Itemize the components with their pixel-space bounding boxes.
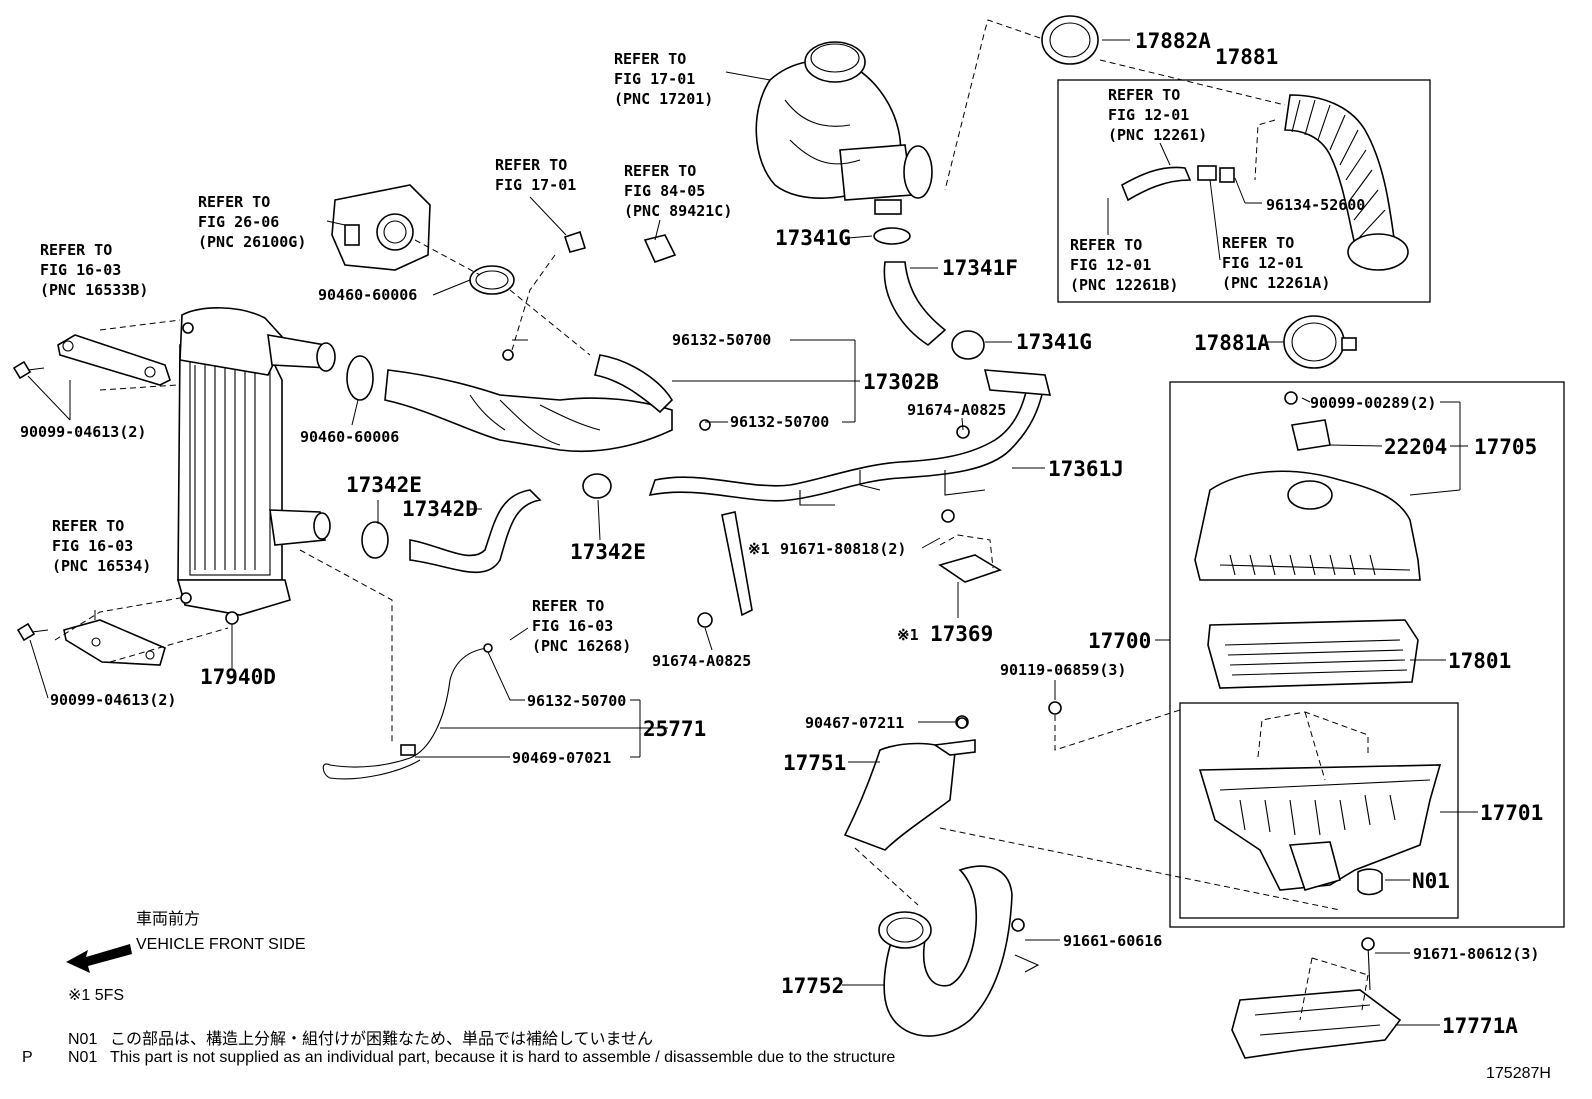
turbocharger-drawing: [755, 41, 933, 215]
part-17341g-mid: 17341G: [1016, 330, 1092, 354]
hose-17342d-drawing: [409, 489, 542, 574]
part-17882a: 17882A: [1135, 29, 1211, 53]
ref-throttle: REFER TO FIG 26-06 (PNC 26100G): [198, 193, 306, 251]
duct-17751-drawing: [843, 715, 976, 851]
part-17801: 17801: [1448, 649, 1511, 673]
part-25771: 25771: [643, 717, 706, 741]
part-91671-80612: 91671-80612(3): [1413, 945, 1539, 963]
part-17705: 17705: [1474, 435, 1537, 459]
part-17341f: 17341F: [942, 256, 1018, 280]
intercooler-drawing: [176, 307, 336, 625]
part-17881a: 17881A: [1194, 331, 1270, 355]
part-17342d: 17342D: [402, 497, 478, 521]
part-17342e-a: 17342E: [346, 473, 422, 497]
intake-hose-17881-drawing: [1120, 94, 1409, 271]
sensor-drawing: [502, 230, 1298, 729]
part-17752: 17752: [781, 974, 844, 998]
bracket-17771a-drawing: [1231, 937, 1402, 1059]
part-91674-a0825-b: 91674-A0825: [652, 652, 751, 670]
hose-17341f-drawing: [883, 261, 947, 347]
duct-17752-drawing: [878, 865, 1040, 1037]
part-17701: 17701: [1480, 801, 1543, 825]
throttle-body-drawing: [331, 184, 431, 271]
part-17881: 17881: [1215, 45, 1278, 69]
part-91674-a0825-a: 91674-A0825: [907, 401, 1006, 419]
part-90467-07211: 90467-07211: [805, 714, 904, 732]
part-90460-60006-b: 90460-60006: [300, 428, 399, 446]
ref-hose-12261b: REFER TO FIG 12-01 (PNC 12261B): [1070, 236, 1178, 294]
part-17940d: 17940D: [200, 665, 276, 689]
box-17701: [1179, 702, 1459, 919]
clamp-90460-b-drawing: [346, 355, 374, 401]
part-96134-52600: 96134-52600: [1266, 196, 1365, 214]
direction-label-en: VEHICLE FRONT SIDE: [136, 936, 306, 953]
ref-hose-12261a: REFER TO FIG 12-01 (PNC 12261A): [1222, 234, 1330, 292]
part-91661-60616: 91661-60616: [1063, 932, 1162, 950]
ref-sensor-fig17: REFER TO FIG 17-01: [495, 156, 576, 194]
part-91671-80818: 91671-80818(2): [780, 540, 906, 558]
footnote-n01-en: This part is not supplied as an individu…: [110, 1049, 895, 1066]
box-17700: [1169, 381, 1565, 928]
page-letter: P: [22, 1049, 33, 1066]
clamp-90460-a-drawing: [469, 265, 515, 295]
ref-bracket-bottom: REFER TO FIG 16-03 (PNC 16534): [52, 517, 151, 575]
part-n01: N01: [1412, 869, 1450, 893]
clamp-17341g-mid-drawing: [951, 330, 985, 360]
clamp-17341g-top-drawing: [873, 227, 911, 245]
vacuum-hose-25771-drawing: [322, 643, 493, 780]
part-17700: 17700: [1088, 629, 1151, 653]
part-17751: 17751: [783, 751, 846, 775]
clamp-17342e-b-drawing: [582, 473, 612, 499]
part-90099-04613-a: 90099-04613(2): [20, 423, 146, 441]
part-17342e-b: 17342E: [570, 540, 646, 564]
vehicle-front-arrow-icon: [66, 944, 132, 973]
bracket-top-drawing: [12, 334, 171, 386]
part-90469-07021: 90469-07021: [512, 749, 611, 767]
ref-hose-12261: REFER TO FIG 12-01 (PNC 12261): [1108, 86, 1207, 144]
direction-label-jp: 車両前方: [136, 910, 200, 928]
box-17881: [1057, 79, 1431, 303]
clamp-17881a-drawing: [1283, 315, 1357, 369]
pipe-17302b-drawing: [384, 354, 674, 453]
pipe-17361j-drawing: [648, 369, 1052, 506]
bracket-17369-drawing: [938, 509, 1002, 583]
footnote-n01-jp: この部品は、構造上分解・組付けが困難なため、単品では補給していません: [110, 1030, 653, 1048]
part-96132-50700-b: 96132-50700: [730, 413, 829, 431]
figure-id: 175287H: [1486, 1065, 1551, 1082]
part-17361j: 17361J: [1048, 457, 1124, 481]
bracket-bottom-drawing: [16, 619, 166, 666]
air-cleaner-case-drawing: [1198, 764, 1442, 896]
footnote-n01-jp-code: N01: [68, 1031, 97, 1048]
part-90460-60006-a: 90460-60006: [318, 286, 417, 304]
part-90099-04613-b: 90099-04613(2): [50, 691, 176, 709]
mark-star1-a: ※1: [748, 540, 770, 558]
part-96132-50700-c: 96132-50700: [527, 692, 626, 710]
part-90119-06859: 90119-06859(3): [1000, 661, 1126, 679]
stay-drawing: [697, 511, 753, 628]
mark-star1-b: ※1: [897, 626, 919, 644]
part-17771a: 17771A: [1442, 1014, 1518, 1038]
leader-lines: [27, 39, 1478, 1026]
part-22204: 22204: [1384, 435, 1447, 459]
clamp-17342e-a-drawing: [361, 521, 389, 559]
part-96132-50700-a: 96132-50700: [672, 331, 771, 349]
part-17369: 17369: [930, 622, 993, 646]
footnote-star: ※1 5FS: [68, 987, 124, 1004]
ref-turbo: REFER TO FIG 17-01 (PNC 17201): [614, 50, 713, 108]
part-17302b: 17302B: [863, 370, 939, 394]
ref-fig84: REFER TO FIG 84-05 (PNC 89421C): [624, 162, 732, 220]
ref-bracket-top: REFER TO FIG 16-03 (PNC 16533B): [40, 241, 148, 299]
part-17341g-top: 17341G: [775, 226, 851, 250]
footnote-n01-en-code: N01: [68, 1049, 97, 1066]
ref-vacuum: REFER TO FIG 16-03 (PNC 16268): [532, 597, 631, 655]
part-90099-00289: 90099-00289(2): [1310, 394, 1436, 412]
filter-element-drawing: [1207, 619, 1419, 689]
clamp-17882a-drawing: [1041, 15, 1099, 65]
